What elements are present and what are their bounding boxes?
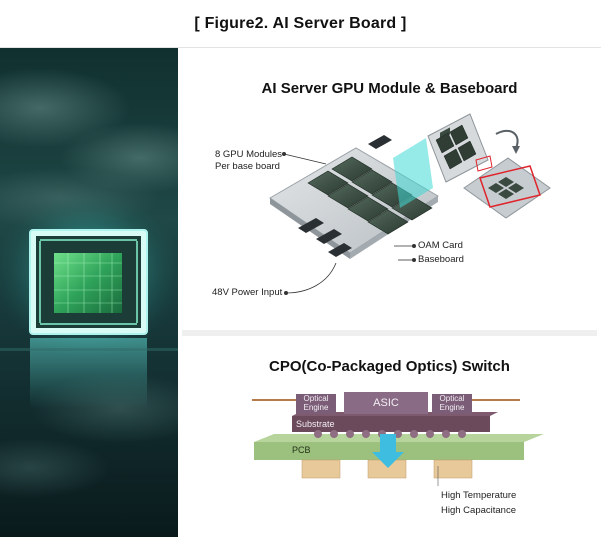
optical-engine-left-line1: Optical — [303, 394, 329, 403]
label-gpu-modules-2: Per base board — [215, 161, 280, 172]
optical-engine-right-line1: Optical — [439, 394, 465, 403]
label-optical-engine-left: Optical Engine — [296, 394, 336, 412]
label-optical-engine-right: Optical Engine — [432, 394, 472, 412]
gpu-baseboard-diagram — [269, 113, 551, 295]
label-asic: ASIC — [373, 397, 399, 409]
label-power-input: 48V Power Input — [212, 287, 283, 298]
cpo-cross-section-diagram — [252, 392, 544, 486]
chip-photo-panel — [0, 48, 178, 537]
label-substrate: Substrate — [296, 419, 335, 429]
figure-title-bar: [ Figure2. AI Server Board ] — [0, 0, 601, 48]
label-high-temperature: High Temperature — [441, 490, 517, 501]
gpu-baseboard-title: AI Server GPU Module & Baseboard — [261, 80, 518, 97]
label-baseboard: Baseboard — [418, 254, 464, 265]
label-oam-card: OAM Card — [418, 240, 463, 251]
figure-title: [ Figure2. AI Server Board ] — [194, 14, 407, 32]
optical-engine-left-line2: Engine — [303, 403, 329, 412]
chip-photo-illustration — [0, 48, 178, 537]
gpu-baseboard-section: AI Server GPU Module & Baseboard — [178, 48, 601, 330]
optical-engine-right-line2: Engine — [439, 403, 465, 412]
section-divider — [182, 330, 597, 336]
label-pcb: PCB — [292, 445, 311, 455]
label-gpu-modules-1: 8 GPU Modules — [215, 149, 283, 160]
cpo-switch-title: CPO(Co-Packaged Optics) Switch — [269, 358, 510, 375]
label-high-capacitance: High Capacitance — [441, 505, 516, 516]
cpo-switch-section: CPO(Co-Packaged Optics) Switch — [178, 336, 601, 537]
